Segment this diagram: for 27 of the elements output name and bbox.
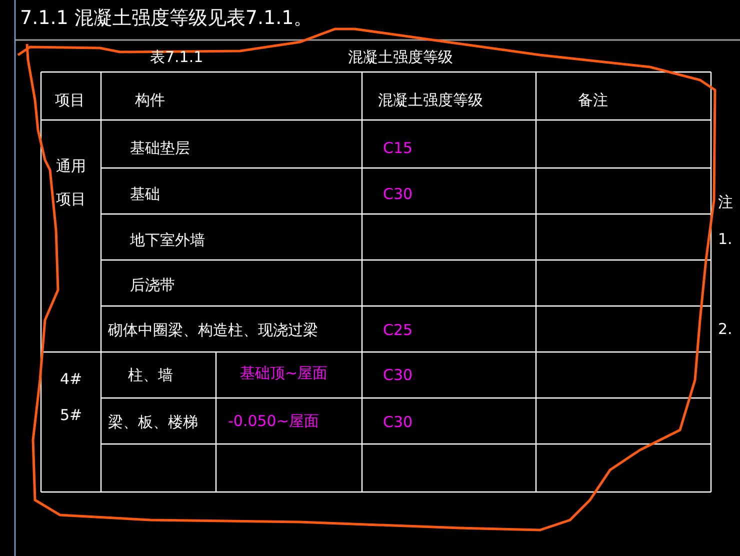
table-cell-text: 柱、墙 — [128, 366, 173, 384]
grade-value: C30 — [383, 366, 413, 384]
elevation-range: -0.050~屋面 — [228, 412, 319, 430]
column-header: 混凝土强度等级 — [378, 91, 483, 109]
table-cell-text: 基础 — [130, 185, 160, 203]
column-header: 备注 — [578, 91, 608, 109]
note-label: 注 — [718, 193, 733, 211]
row-group-label: 通用项目 — [56, 156, 87, 210]
table-cell-text: 基础垫层 — [130, 139, 190, 157]
table-number: 表7.1.1 — [150, 48, 204, 66]
grade-value: C25 — [383, 321, 413, 339]
grade-value: C15 — [383, 139, 413, 157]
grade-value: C30 — [383, 413, 413, 431]
elevation-range: 基础顶~屋面 — [240, 364, 328, 382]
table-cell-text: 地下室外墙 — [130, 231, 205, 249]
column-header: 项目 — [55, 91, 85, 109]
building-number: 4# — [60, 370, 82, 388]
section-heading: 7.1.1 混凝土强度等级见表7.1.1。 — [20, 6, 313, 30]
table-cell-text: 砌体中圈梁、构造柱、现浇过梁 — [108, 321, 318, 339]
table-cell-text: 后浇带 — [130, 276, 175, 294]
table-cell-text: 梁、板、楼梯 — [108, 413, 198, 431]
building-number: 5# — [60, 406, 82, 424]
table-title: 混凝土强度等级 — [348, 48, 453, 66]
column-header: 构件 — [135, 91, 165, 109]
note-number: 2. — [718, 320, 732, 338]
grade-value: C30 — [383, 185, 413, 203]
note-number: 1. — [718, 230, 732, 248]
